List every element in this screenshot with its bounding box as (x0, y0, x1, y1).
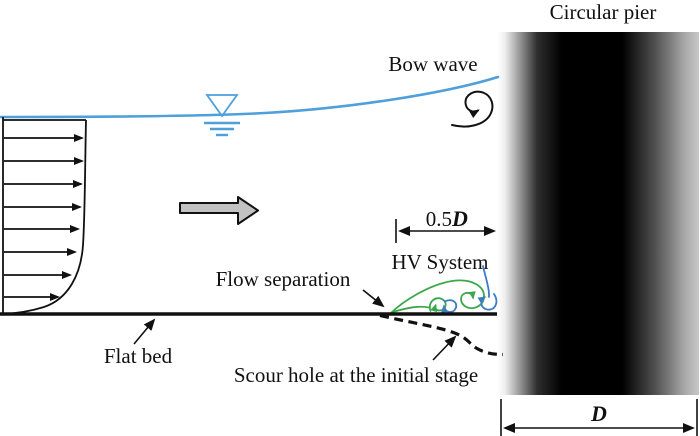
half-diameter-symbol: D (451, 206, 468, 231)
hv-vortex-blue (441, 265, 498, 313)
half-diameter-value: 0.5 (426, 207, 452, 231)
hv-vortex-green (390, 279, 485, 314)
scour-hole-arrow (432, 335, 457, 361)
bow-wave-vortex-icon (451, 90, 494, 128)
diameter-symbol: D (590, 401, 607, 426)
flat-bed-label: Flat bed (104, 344, 173, 368)
circular-pier (497, 32, 699, 395)
bow-wave-label: Bow wave (388, 52, 477, 76)
flat-bed-arrow (133, 318, 156, 345)
dimension-diameter: D (500, 399, 698, 436)
water-surface-line (0, 75, 500, 119)
water-level-icon (204, 94, 240, 137)
flow-separation-arrow (362, 289, 385, 308)
flow-direction-arrow-icon (179, 196, 259, 225)
scour-hole-label: Scour hole at the initial stage (234, 363, 478, 387)
velocity-profile (2, 117, 87, 315)
circular-pier-label: Circular pier (550, 0, 657, 24)
dimension-half-diameter: 0.5 D (395, 206, 496, 243)
scour-hole-dashed-line (379, 313, 504, 357)
flow-separation-label: Flow separation (216, 267, 351, 291)
hv-system-label: HV System (391, 250, 488, 274)
